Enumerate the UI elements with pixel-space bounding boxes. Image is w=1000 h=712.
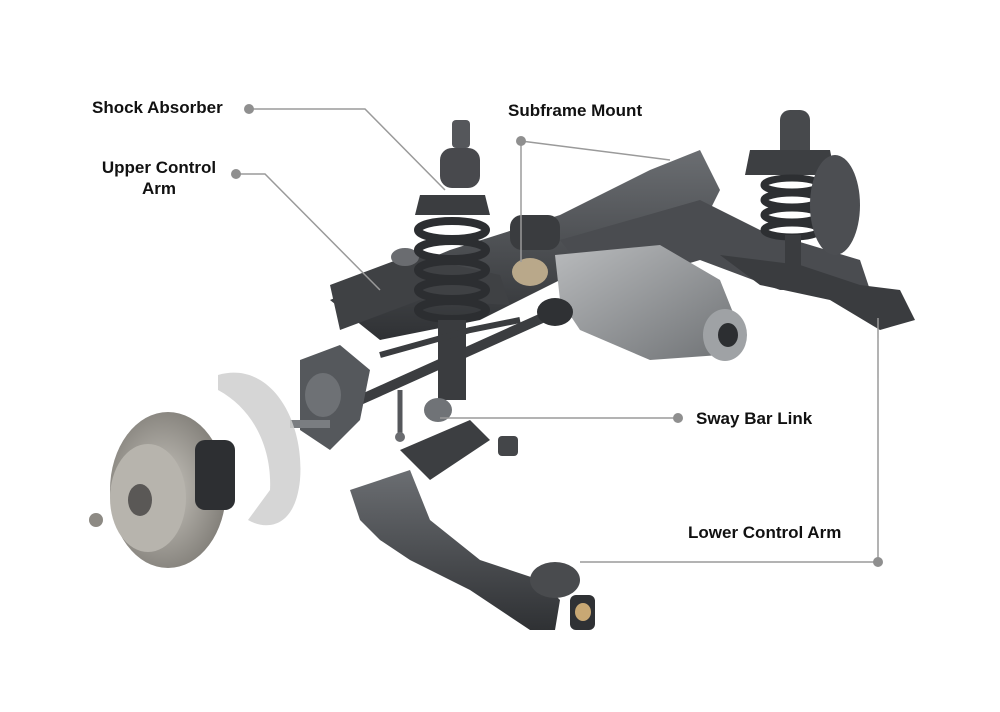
leader-uca xyxy=(236,173,381,291)
brake-rotor xyxy=(89,412,235,568)
leader-shock xyxy=(248,108,446,191)
dot-subframe xyxy=(516,136,526,146)
sway-bar xyxy=(379,317,521,456)
label-subframe-mount: Subframe Mount xyxy=(508,101,643,120)
differential xyxy=(510,215,747,361)
label-upper-control-arm: Upper Control Arm xyxy=(94,157,224,199)
dot-sway xyxy=(673,413,683,423)
leader-dots xyxy=(231,104,883,567)
label-lower-control-arm: Lower Control Arm xyxy=(688,523,842,542)
dot-uca xyxy=(231,169,241,179)
dot-shock xyxy=(244,104,254,114)
leader-lines xyxy=(236,108,879,563)
label-upper-control-arm-line1: Upper Control xyxy=(101,158,217,177)
lower-control-arm xyxy=(350,420,595,630)
shock-and-spring xyxy=(414,120,490,422)
leader-subframe-2 xyxy=(520,140,671,161)
label-sway-bar-link: Sway Bar Link xyxy=(696,409,813,428)
dot-lca xyxy=(873,557,883,567)
knuckle xyxy=(290,345,370,450)
label-upper-control-arm-line2: Arm xyxy=(141,179,176,198)
label-shock-absorber: Shock Absorber xyxy=(92,98,223,117)
dust-shield xyxy=(218,372,301,526)
rear-strut-assembly xyxy=(745,110,860,280)
